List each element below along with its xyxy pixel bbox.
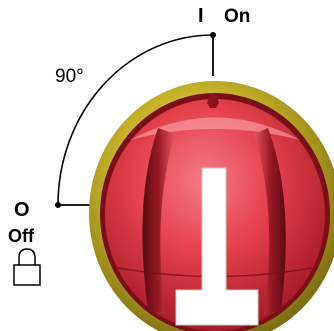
on-position-marker: [210, 32, 216, 76]
off-label: Off: [8, 226, 35, 246]
off-symbol: O: [14, 199, 30, 221]
padlock-icon: [14, 249, 40, 285]
rotary-handle: [89, 81, 334, 331]
on-symbol: I: [198, 5, 204, 27]
on-label: On: [224, 6, 250, 27]
angle-label: 90°: [55, 66, 84, 87]
